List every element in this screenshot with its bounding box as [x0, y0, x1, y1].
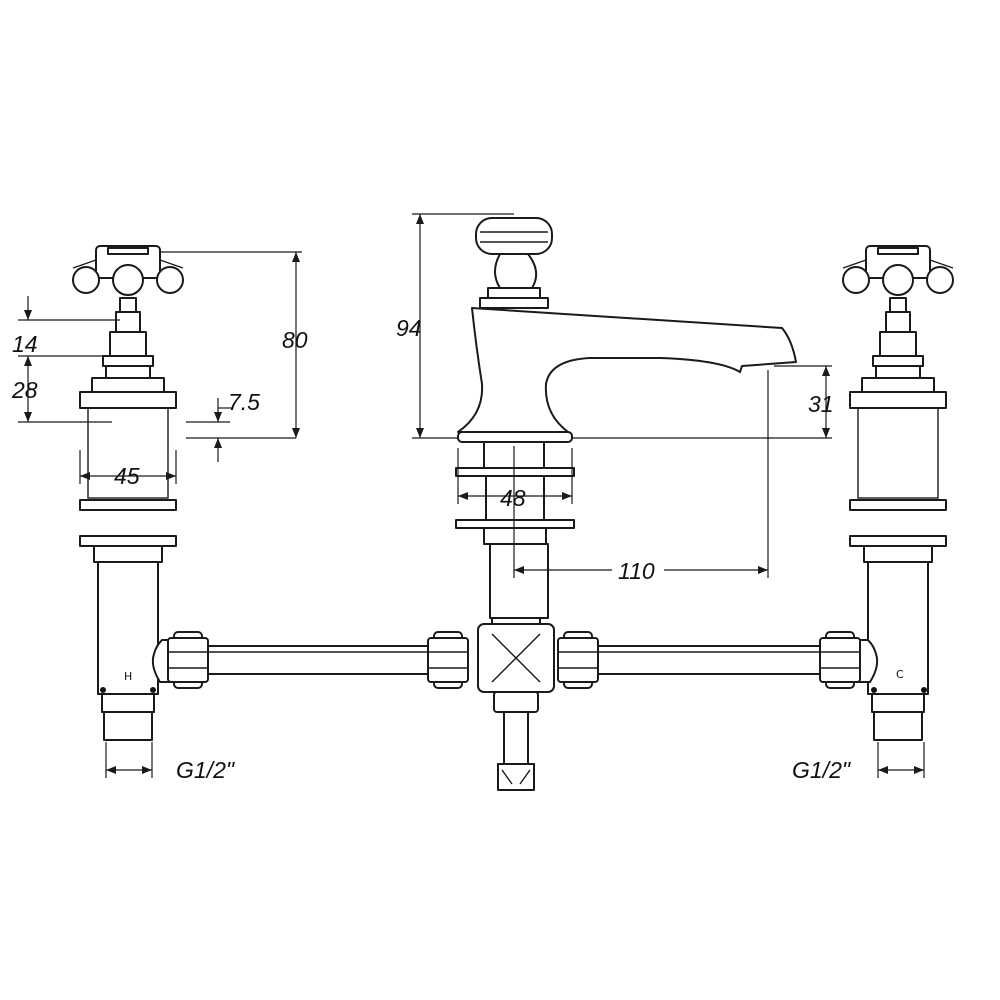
dim-spout-projection [513, 370, 769, 578]
thread-right-label: G1/2" [792, 757, 852, 783]
dim-thread-left [105, 742, 153, 778]
dim-14-label: 14 [12, 331, 38, 357]
dim-48-label: 48 [500, 485, 526, 511]
dim-handle-shank [79, 450, 177, 484]
thread-left-label: G1/2" [176, 757, 236, 783]
connecting-pipes [151, 617, 879, 791]
cold-marking: C [896, 668, 904, 681]
dim-spout-shank [457, 448, 573, 504]
dim-plate-thickness [186, 398, 296, 462]
dim-110-label: 110 [618, 558, 655, 584]
dim-31-label: 31 [808, 391, 834, 417]
dim-handle-total [160, 251, 302, 438]
dim-7-5-label: 7.5 [228, 389, 260, 415]
dim-94-label: 94 [396, 315, 422, 341]
dim-45-label: 45 [114, 463, 140, 489]
dim-28-label: 28 [11, 377, 38, 403]
dim-80-label: 80 [282, 327, 308, 353]
spout [455, 217, 797, 619]
hot-marking: H [124, 670, 132, 683]
dim-thread-right [877, 742, 925, 778]
dim-spout-total [412, 213, 514, 439]
dim-spout-outlet [572, 365, 832, 439]
dim-handle-heights [18, 296, 120, 423]
